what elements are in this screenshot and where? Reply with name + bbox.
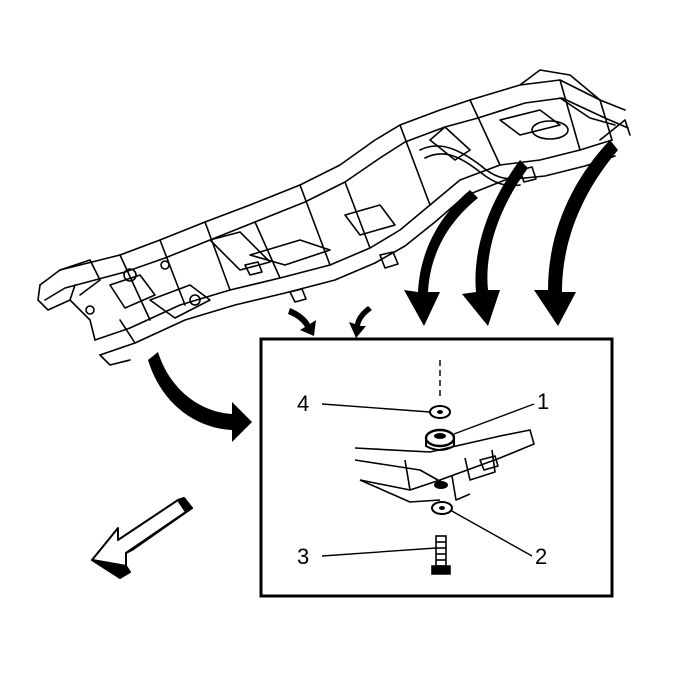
bolt-icon <box>431 535 451 575</box>
callout-leaders <box>321 403 535 557</box>
callout-1: 1 <box>537 389 550 414</box>
rail-mount-hole <box>434 481 448 489</box>
callout-4: 4 <box>297 391 310 416</box>
direction-arrow-icon <box>91 497 193 579</box>
washer-icon <box>429 405 451 419</box>
callout-2: 2 <box>535 544 548 569</box>
callout-3: 3 <box>297 544 310 569</box>
body-mount-cushion-icon <box>424 428 456 451</box>
frame-chassis-illustration <box>37 69 631 366</box>
lower-cushion-icon <box>431 501 453 515</box>
curved-arrow-icon <box>148 140 618 442</box>
